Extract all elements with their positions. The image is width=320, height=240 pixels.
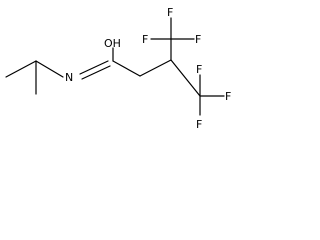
bonds bbox=[5, 17, 225, 116]
bond-n-c-double-a bbox=[79, 60, 109, 75]
bond-methyl-upper bbox=[5, 60, 37, 78]
fluorine-label-3: F bbox=[167, 6, 173, 19]
fluorine-label-6: F bbox=[196, 118, 202, 131]
hydroxyl-label: OH bbox=[104, 37, 121, 50]
bond-ch-cf3-lower bbox=[170, 59, 201, 97]
atom-labels: OH N F F F F F F bbox=[65, 6, 231, 131]
fluorine-label-5: F bbox=[225, 90, 231, 103]
bond-n-c-double-b bbox=[81, 65, 111, 80]
fluorine-label-1: F bbox=[142, 33, 148, 46]
fluorine-label-4: F bbox=[196, 63, 202, 76]
chemical-structure-diagram: OH N F F F F F F bbox=[5, 6, 231, 131]
fluorine-label-2: F bbox=[195, 33, 201, 46]
bond-ch2-ch bbox=[139, 59, 172, 77]
bond-c-ch2 bbox=[112, 60, 141, 77]
bond-isopropyl-n bbox=[35, 60, 64, 78]
nitrogen-label: N bbox=[65, 71, 73, 84]
